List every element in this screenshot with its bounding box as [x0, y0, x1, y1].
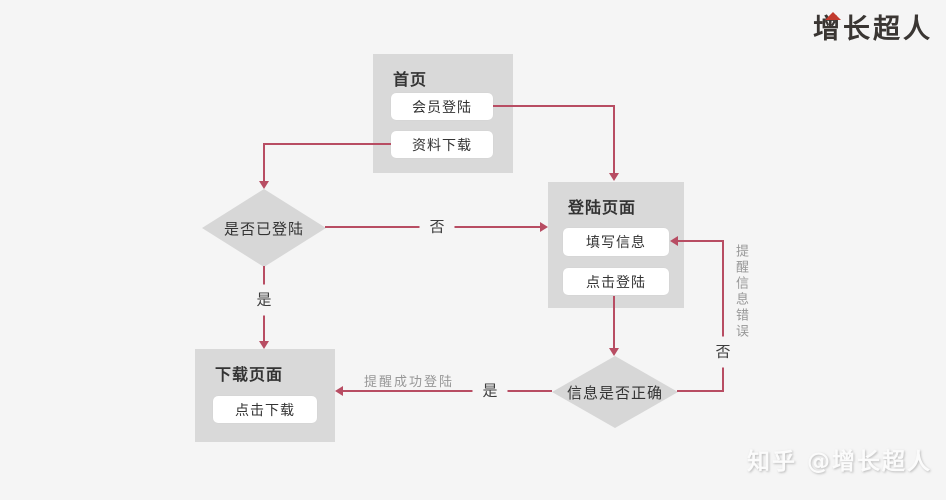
click-login-button: 点击登陆	[563, 268, 669, 295]
edge-clicklogin-to-decision2	[613, 296, 615, 348]
decision-info-correct: 信息是否正确	[552, 356, 678, 428]
logo-text: 增长超人	[813, 14, 933, 45]
edge-note-remind-error: 提醒信息错误	[733, 244, 748, 340]
node-login-page: 登陆页面 填写信息 点击登陆	[548, 182, 684, 308]
edge-label-info-correct-yes: 是	[472, 383, 508, 399]
member-login-button: 会员登陆	[391, 93, 493, 120]
data-download-button: 资料下载	[391, 131, 493, 158]
logo-roof-icon	[825, 12, 841, 20]
edge-decision2-no-v	[722, 240, 724, 392]
edge-download-to-decision-v	[263, 143, 265, 181]
arrowhead-into-decision2-top	[609, 348, 619, 356]
node-login-title: 登陆页面	[568, 198, 637, 217]
edge-note-remind-success: 提醒成功登陆	[364, 375, 455, 390]
edge-decision2-no-h-top	[678, 240, 724, 242]
edge-download-to-decision-h	[264, 143, 391, 145]
click-download-button: 点击下载	[213, 396, 317, 423]
edge-label-info-correct-no: 否	[715, 336, 731, 368]
arrowhead-into-downloadpage-top	[259, 341, 269, 349]
edge-memberlogin-to-loginpage-v	[613, 105, 615, 173]
arrowhead-into-downloadpage-right	[335, 386, 343, 396]
arrowhead-into-decision1-top	[259, 181, 269, 189]
decision-logged-in: 是否已登陆	[202, 189, 326, 267]
node-home-page: 首页 会员登陆 资料下载	[373, 54, 513, 173]
zhihu-watermark: 知乎 @增长超人	[746, 449, 932, 475]
edge-label-logged-in-yes: 是	[256, 284, 272, 316]
arrowhead-into-loginpage-left	[540, 222, 548, 232]
node-home-title: 首页	[393, 70, 428, 89]
arrowhead-into-loginpage-top	[609, 173, 619, 181]
brand-logo: 增长超人	[813, 12, 933, 45]
edge-decision2-no-h-bottom	[677, 390, 724, 392]
edge-decision2-yes	[343, 390, 552, 392]
edge-label-logged-in-no: 否	[419, 219, 455, 235]
arrowhead-into-fillinfo-right	[670, 236, 678, 246]
edge-memberlogin-to-loginpage-h	[493, 105, 615, 107]
node-download-title: 下载页面	[215, 365, 284, 384]
fill-info-button: 填写信息	[563, 228, 669, 256]
node-download-page: 下载页面 点击下载	[195, 349, 335, 442]
